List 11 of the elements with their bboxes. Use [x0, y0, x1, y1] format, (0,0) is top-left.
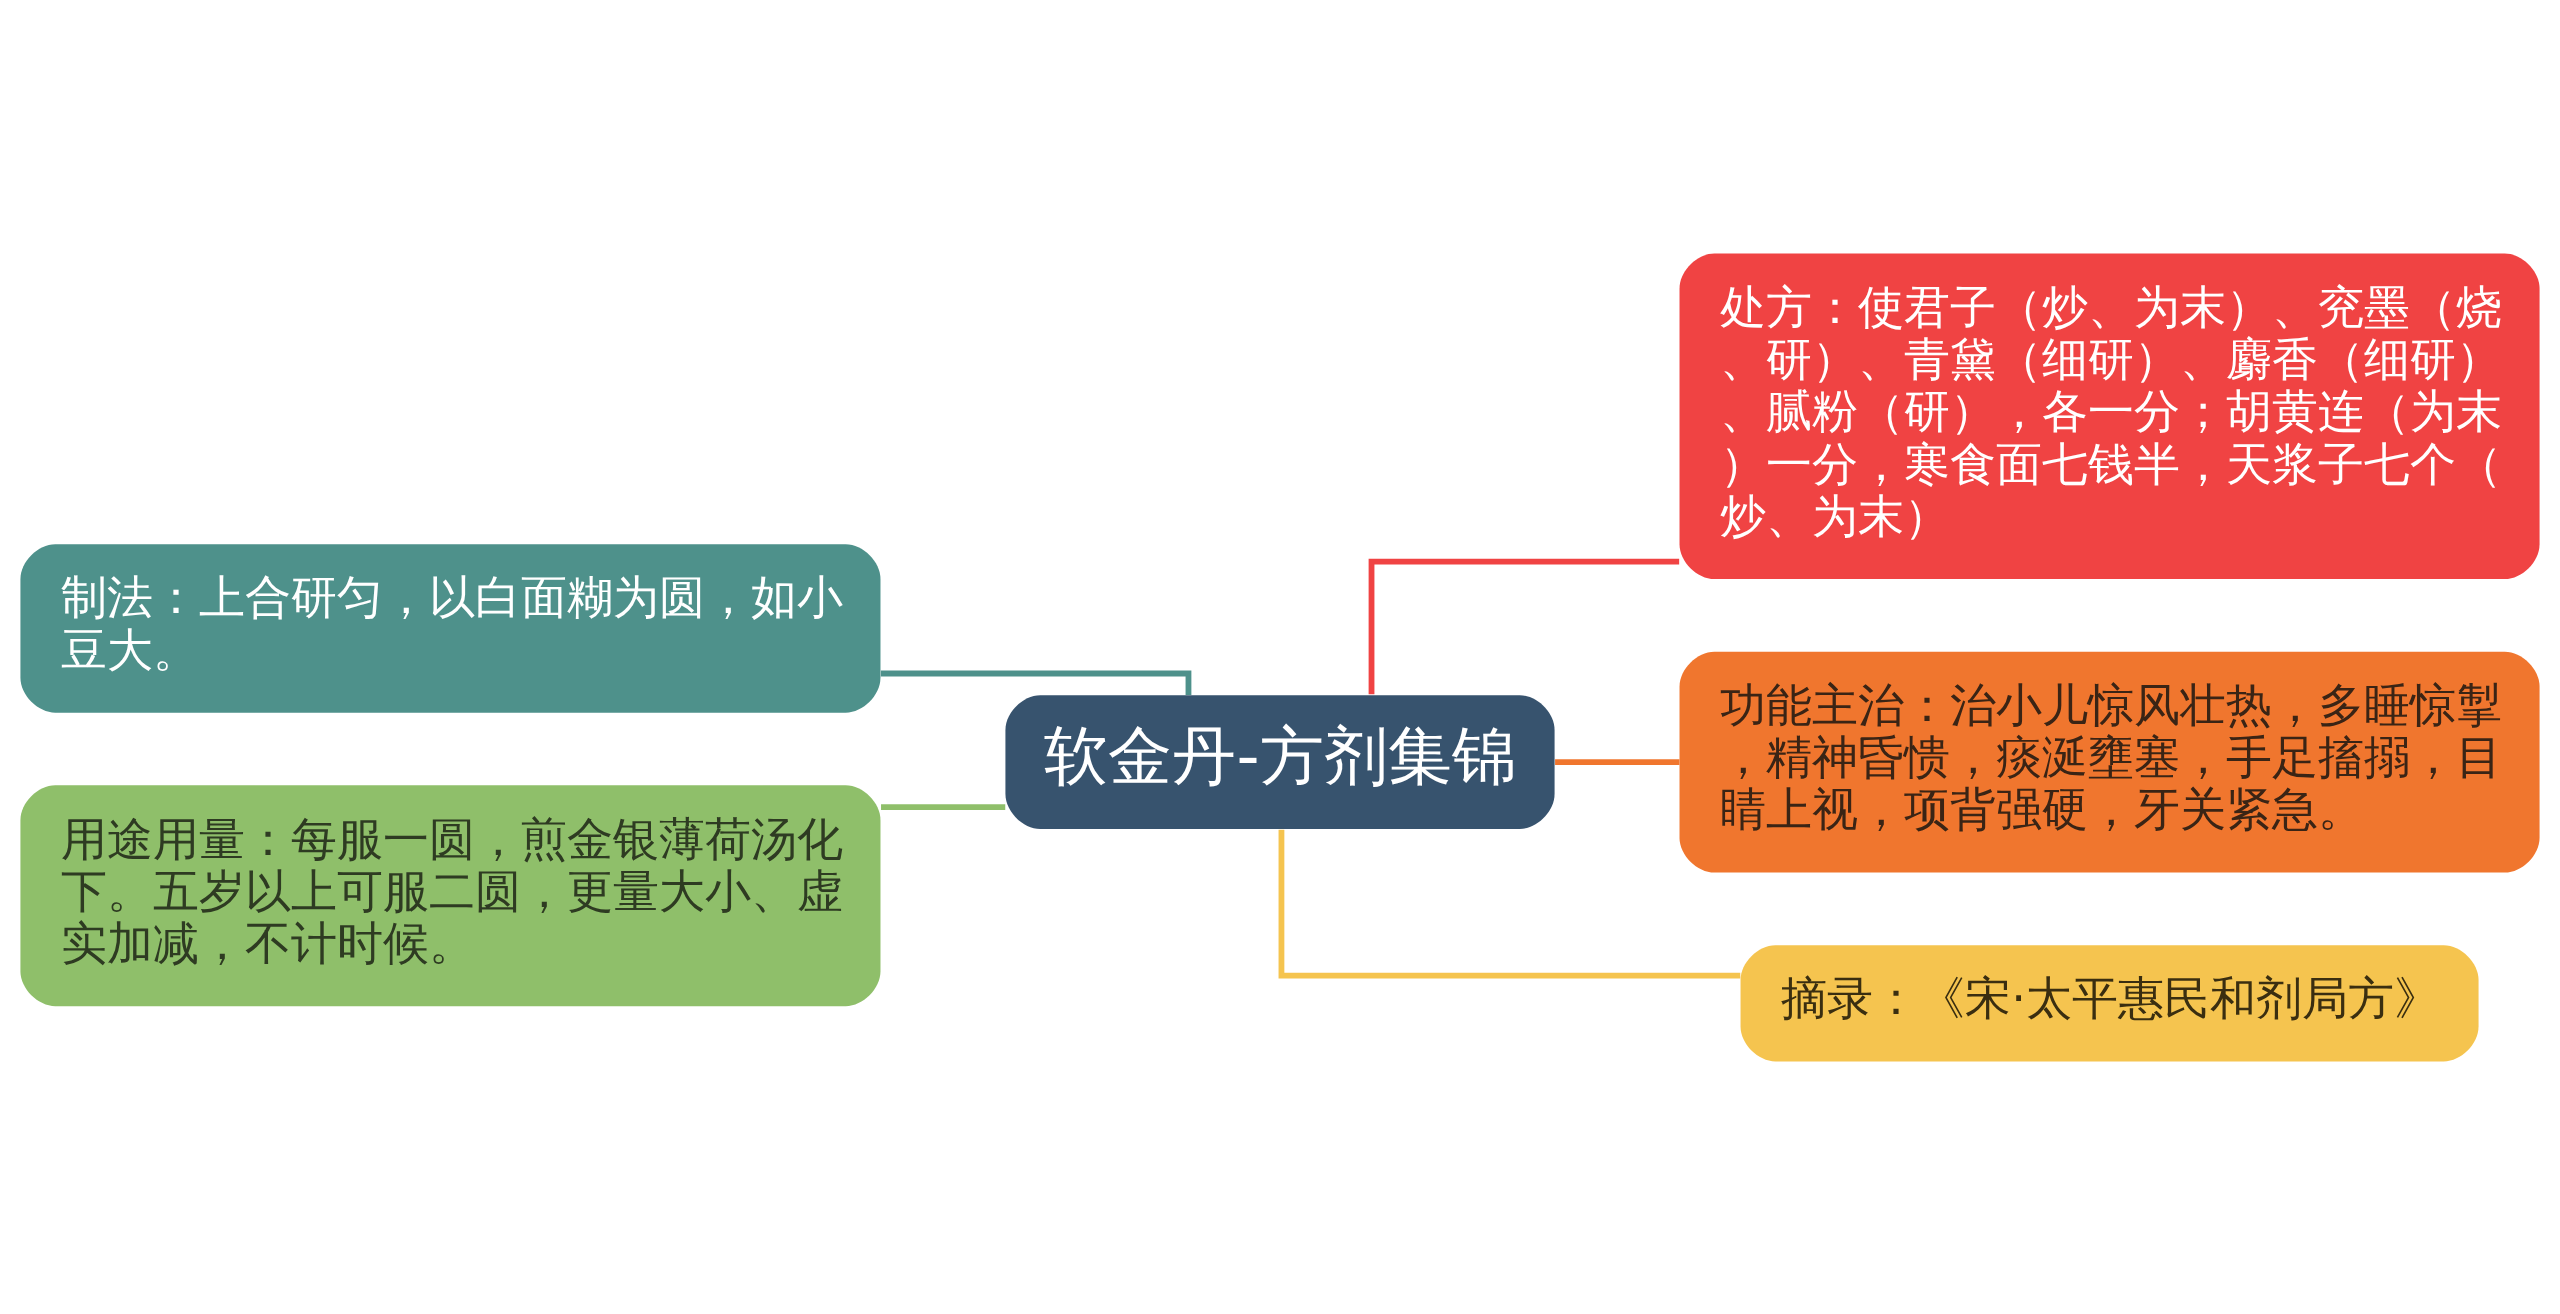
node-box: 用途用量：每服一圆，煎金银薄荷汤化下。五岁以上可服二圆，更量大小、虚实加减，不计时候。: [20, 784, 881, 1006]
connector: [881, 803, 1006, 810]
node-box: 处方：使君子（炒、为末）、兖墨（烧、研）、青黛（细研）、麝香（细研）、腻粉（研），各一分；胡黄连（为末）一分，寒食面七钱半，天浆子七个（炒、为末）: [1679, 253, 2540, 579]
node-box: 制法：上合研匀，以白面糊为圆，如小豆大。: [20, 543, 881, 713]
node-box: 功能主治：治小儿惊风壮热，多睡惊掣，精神昏愦，痰涎壅塞，手足搐搦，目睛上视，项背强硬，牙关紧急。: [1679, 651, 2540, 872]
node-box: 摘录：《宋·太平惠民和剂局方》: [1740, 944, 2479, 1061]
connector: [1555, 758, 1680, 765]
connector: [1278, 829, 1741, 979]
node-box: 软金丹-方剂集锦: [1005, 694, 1555, 829]
connector: [880, 670, 1192, 695]
connector: [1368, 558, 1680, 694]
